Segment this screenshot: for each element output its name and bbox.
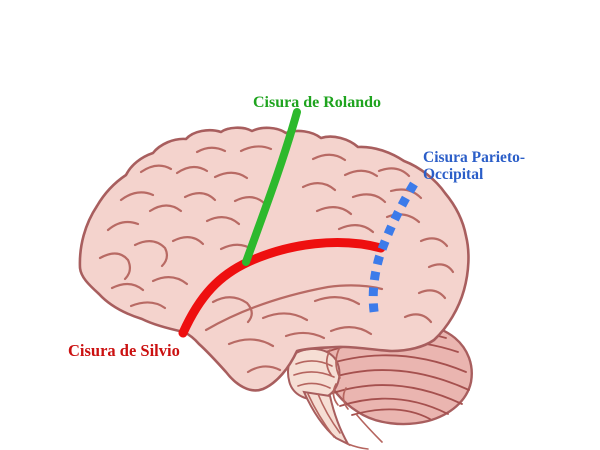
cerebrum-outline (78, 126, 470, 392)
parieto-occipital-fissure-line (368, 181, 418, 319)
label-cisura-parieto-occipital: Cisura Parieto- Occipital (423, 149, 525, 183)
label-parieto-occipital-line2: Occipital (423, 166, 484, 183)
label-parieto-occipital-line1: Cisura Parieto- (423, 149, 526, 166)
label-cisura-de-silvio: Cisura de Silvio (68, 341, 180, 360)
medulla-strands (307, 393, 383, 450)
rolando-fissure-line (242, 108, 301, 266)
label-cisura-de-rolando: Cisura de Rolando (253, 94, 382, 111)
pons-stripes (293, 346, 349, 410)
brainstem (287, 346, 383, 450)
